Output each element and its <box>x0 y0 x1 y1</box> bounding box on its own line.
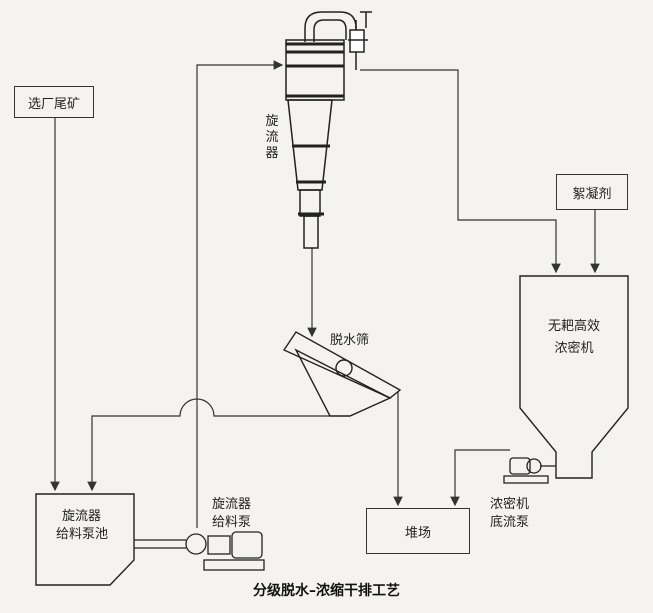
feed-pump <box>134 531 265 571</box>
flocculant-label: 絮凝剂 <box>572 186 612 202</box>
pump-to-cyclone-line <box>196 60 284 528</box>
tailings-label: 选厂尾矿 <box>27 96 80 112</box>
feed-tank-label-2: 给料泵池 <box>56 527 109 542</box>
dewatering-screen <box>282 331 402 417</box>
hydrocyclone <box>285 11 372 249</box>
thickener-label-1: 无耙高效 <box>547 319 600 334</box>
underflow-to-stockpile-line <box>450 449 510 507</box>
feed-pump-label-1: 旋流器 <box>212 497 252 512</box>
figure-caption: 分级脱水–浓缩干排工艺 <box>253 583 400 599</box>
stockpile-box: 堆场 <box>366 508 470 554</box>
underflow-pump-label-1: 浓密机 <box>490 497 530 512</box>
screen-return-line <box>87 398 330 492</box>
underflow-pump-label-2: 底流泵 <box>490 515 530 530</box>
feed-tank <box>35 493 135 586</box>
tailings-box: 选厂尾矿 <box>14 86 94 118</box>
thickener-label-2: 浓密机 <box>554 341 594 356</box>
underflow-pump <box>503 457 556 484</box>
overflow-to-thickener-line <box>360 69 561 274</box>
thickener-tank <box>519 275 629 479</box>
cyclone-label: 旋流器 <box>265 114 279 161</box>
feed-pump-label-2: 给料泵 <box>212 515 252 530</box>
stockpile-label: 堆场 <box>404 525 431 541</box>
flocculant-box: 絮凝剂 <box>556 174 628 210</box>
feed-tank-label-1: 旋流器 <box>62 509 102 524</box>
screen-label: 脱水筛 <box>330 333 370 348</box>
